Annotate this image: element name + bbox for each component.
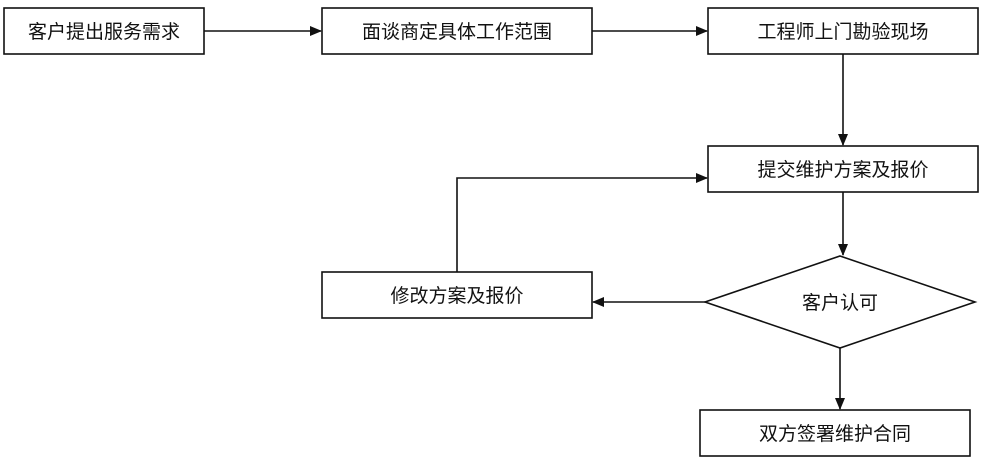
node-approve-label: 客户认可 — [802, 292, 878, 314]
node-survey: 工程师上门勘验现场 — [707, 7, 979, 55]
node-submit-label: 提交维护方案及报价 — [757, 159, 928, 181]
node-revise: 修改方案及报价 — [321, 271, 593, 319]
node-discuss: 面谈商定具体工作范围 — [321, 7, 593, 55]
node-submit: 提交维护方案及报价 — [707, 145, 979, 193]
node-approve: 客户认可 — [702, 255, 978, 349]
node-contract: 双方签署维护合同 — [699, 409, 971, 457]
node-contract-label: 双方签署维护合同 — [759, 423, 911, 445]
edge-revise-to-submit — [456, 173, 708, 272]
node-discuss-label: 面谈商定具体工作范围 — [362, 21, 552, 43]
node-request: 客户提出服务需求 — [3, 7, 205, 55]
node-request-label: 客户提出服务需求 — [28, 21, 180, 43]
node-revise-label: 修改方案及报价 — [390, 285, 523, 307]
node-survey-label: 工程师上门勘验现场 — [757, 21, 928, 43]
